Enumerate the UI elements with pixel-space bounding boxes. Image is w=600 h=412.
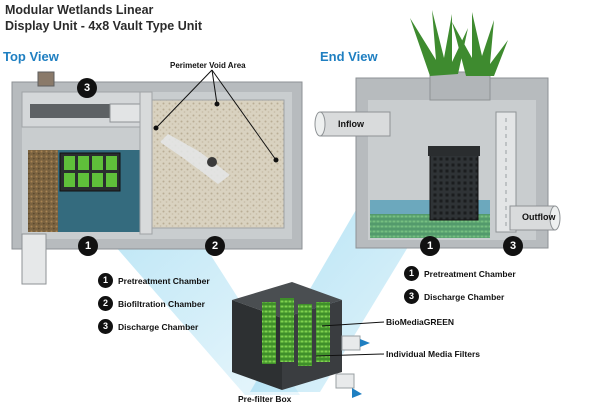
top-view-vault (11, 71, 303, 285)
individual-media-filters-label: Individual Media Filters (386, 349, 480, 359)
end-discharge-chamber-number: 3 (503, 236, 523, 256)
inflow-label: Inflow (338, 119, 364, 129)
flow-arrows (352, 339, 370, 398)
biofiltration-chamber-number: 2 (205, 236, 225, 256)
plant-icon (410, 10, 508, 76)
legend-number: 3 (98, 319, 113, 334)
perimeter-void-label: Perimeter Void Area (170, 61, 246, 70)
legend-label: Discharge Chamber (118, 322, 199, 332)
legend-number: 3 (404, 289, 419, 304)
legend-label: Pretreatment Chamber (424, 269, 516, 279)
end-view-vault (355, 71, 549, 249)
end-view-heading: End View (320, 49, 378, 64)
prefilter-box-label: Pre-filter Box (238, 394, 292, 404)
pretreatment-chamber-number: 1 (78, 236, 98, 256)
end-pretreatment-chamber-number: 1 (420, 236, 440, 256)
legend-label: Pretreatment Chamber (118, 276, 210, 286)
legend-number: 2 (98, 296, 113, 311)
outflow-pipe (509, 205, 561, 231)
legend-number: 1 (98, 273, 113, 288)
legend-label: Biofiltration Chamber (118, 299, 205, 309)
discharge-chamber-number: 3 (77, 78, 97, 98)
perimeter-pointer-lines (153, 69, 279, 163)
outflow-label: Outflow (522, 212, 556, 222)
filter-pointer-lines (315, 321, 385, 357)
inflow-pipe (314, 111, 391, 137)
prefilter-box-3d (232, 282, 361, 390)
top-view-heading: Top View (3, 49, 59, 64)
biomedia-green-label: BioMediaGREEN (386, 317, 455, 327)
diagram-title: Modular Wetlands Linear (5, 3, 154, 17)
diagram-subtitle: Display Unit - 4x8 Vault Type Unit (5, 19, 203, 33)
legend-number: 1 (404, 266, 419, 281)
legend-label: Discharge Chamber (424, 292, 505, 302)
